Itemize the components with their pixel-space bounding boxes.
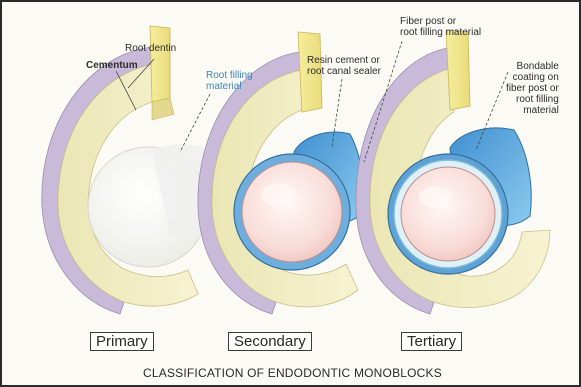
leader-root-filling [180, 94, 210, 152]
label-tertiary: Tertiary [401, 332, 462, 351]
label-cementum: Cementum [86, 60, 138, 71]
label-secondary: Secondary [228, 332, 312, 351]
label-root-dentin: Root dentin [125, 43, 176, 54]
label-root-filling-material: Root filling material [206, 70, 253, 92]
label-resin-cement: Resin cement or root canal sealer [307, 55, 381, 77]
figure-caption: CLASSIFICATION OF ENDODONTIC MONOBLOCKS [2, 366, 581, 380]
label-bondable-coating: Bondable coating on fiber post or root f… [506, 61, 559, 116]
secondary-fiber-post [242, 162, 342, 262]
label-fiber-post: Fiber post or root filling material [400, 16, 481, 38]
label-primary: Primary [90, 332, 154, 351]
tertiary-fiber-post [401, 167, 495, 261]
